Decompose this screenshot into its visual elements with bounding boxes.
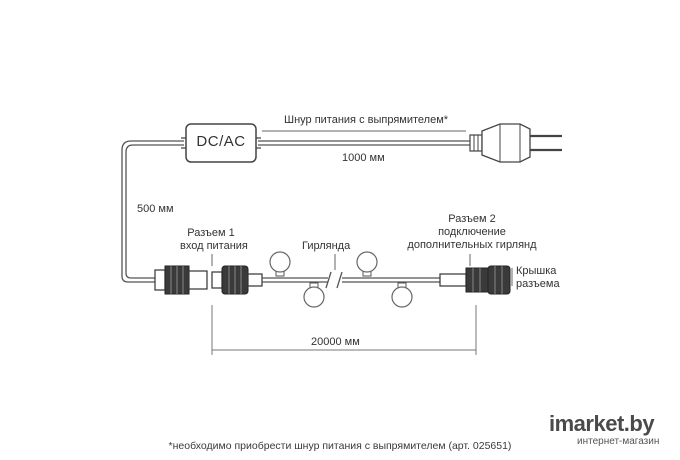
connector-2	[439, 265, 511, 295]
cap-line1: Крышка	[516, 265, 557, 277]
garland-cable	[262, 271, 440, 289]
connector2-line3: дополнительных гирлянд	[407, 239, 537, 251]
bulb-1	[269, 251, 291, 277]
cap-line2: разъема	[516, 278, 560, 290]
dcac-converter-box	[185, 123, 257, 163]
converter-label: DC/AC	[196, 133, 246, 150]
connector2-title: Разъем 2	[448, 213, 496, 225]
cap-label: Крышка разъема	[516, 265, 560, 291]
total-length-label: 20000 мм	[311, 336, 360, 348]
dimension-20000	[211, 305, 477, 355]
connector2-label: Разъем 2 подключение дополнительных гирл…	[407, 213, 537, 252]
connector1-title: Разъем 1	[187, 227, 235, 239]
connector2-line2: подключение	[438, 226, 506, 238]
connector1-label: Разъем 1 вход питания	[180, 227, 248, 253]
watermark-tagline: интернет-магазин	[577, 436, 660, 447]
power-plug-icon	[469, 123, 562, 163]
power-cord-label: Шнур питания с выпрямителем*	[284, 114, 449, 126]
watermark-logo: imarket.by	[549, 411, 655, 436]
garland-label: Гирлянда	[302, 240, 351, 252]
connector-1	[154, 265, 263, 295]
bulb-4	[391, 282, 413, 308]
bulb-3	[356, 251, 378, 277]
drop-length-label: 500 мм	[137, 203, 174, 215]
power-cord	[121, 140, 470, 283]
bulb-2	[303, 282, 325, 308]
connector1-subtitle: вход питания	[180, 240, 248, 252]
footnote: *необходимо приобрести шнур питания с вы…	[168, 440, 512, 452]
cord-length-label: 1000 мм	[342, 152, 385, 164]
